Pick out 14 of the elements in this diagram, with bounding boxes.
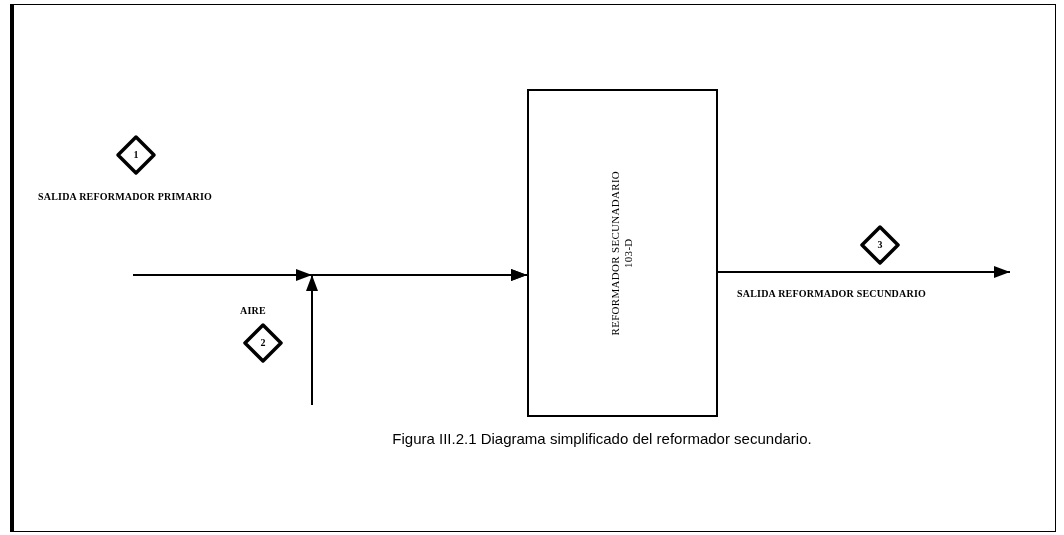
reactor-box: [527, 89, 718, 417]
stream-number: 1: [133, 150, 139, 160]
equipment-label: REFORMADOR SECUNADARIO: [609, 170, 623, 336]
stream-label: AIRE: [240, 305, 266, 316]
figure-caption: Figura III.2.1 Diagrama simplificado del reformador secundario.: [391, 430, 813, 447]
stream-number-diamond: [116, 135, 156, 175]
stream-number: 3: [877, 240, 883, 250]
stream-label: SALIDA REFORMADOR PRIMARIO: [38, 191, 213, 202]
stream-number: 2: [260, 338, 266, 348]
stream-number-diamond: [860, 225, 900, 265]
arrow: [717, 266, 1011, 278]
stream-label: SALIDA REFORMADOR SECUNDARIO: [737, 288, 926, 299]
stream-number-diamond: [243, 323, 283, 363]
equipment-label: 103-D: [622, 238, 636, 268]
